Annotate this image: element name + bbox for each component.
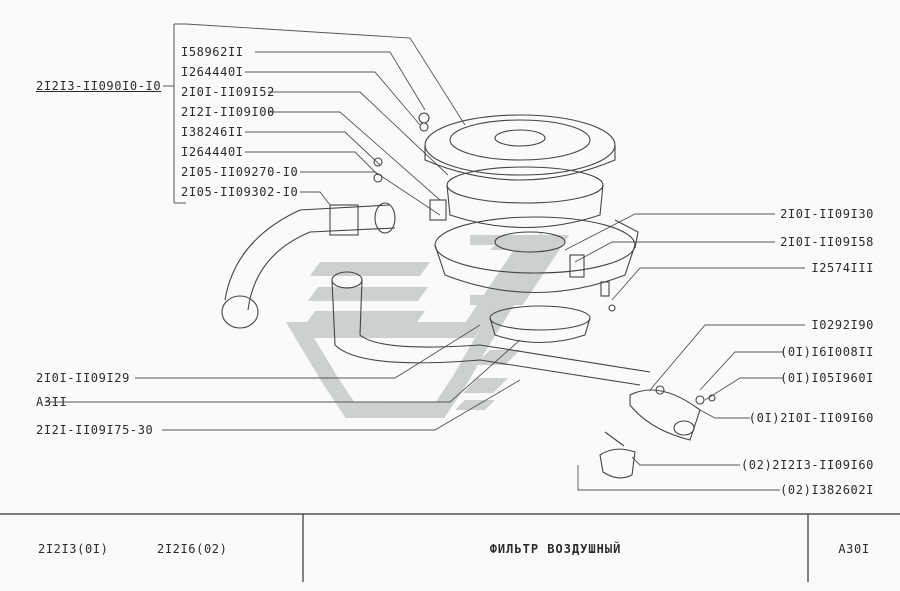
callout-label: 2I0I-II09I29 [36,371,130,385]
sheet-number: A30I [838,542,870,556]
callout-label: 2I2I-II09I00 [181,105,275,119]
model-code-2: 2I2I6(02) [157,542,228,556]
callout-label: I264440I [181,145,244,159]
callout-label: (02)I382602I [780,483,874,497]
callout-label: 2I0I-II09I58 [780,235,874,249]
thermo-valve [599,431,636,479]
air-filter-assembly [373,112,639,344]
callout-label: 2I0I-II09I52 [181,85,275,99]
intake-hose [221,202,396,329]
drawing-title: ФИЛЬТР ВОЗДУШНЫЙ [489,542,622,556]
callout-label: 2I0I-II09I30 [780,207,874,221]
callout-label: (0I)I6I008II [780,345,874,359]
leader-lines [45,23,805,491]
title-block-frame [0,513,900,582]
callout-label: I264440I [181,65,244,79]
callout-label: 2I2I-II09I75-30 [36,423,154,437]
callout-label: I2574III [811,261,874,275]
callout-label: I0292I90 [811,318,874,332]
callout-label: A3II [36,395,68,409]
model-code-1: 2I2I3(0I) [38,542,109,556]
callout-label: I58962II [181,45,244,59]
callout-label: (0I)I05I960I [780,371,874,385]
callout-label: 2I05-II09302-I0 [181,185,299,199]
callout-label: (0I)2I0I-II09I60 [748,411,874,425]
warm-air-tube [331,271,716,441]
callout-label: I38246II [181,125,244,139]
watermark-logo [285,233,570,418]
callout-label: (02)2I2I3-II09I60 [740,458,874,472]
assembly-number: 2I2I3-II090I0-I0 [36,79,162,93]
callout-label: 2I05-II09270-I0 [181,165,299,179]
callout-bracket [163,23,186,204]
